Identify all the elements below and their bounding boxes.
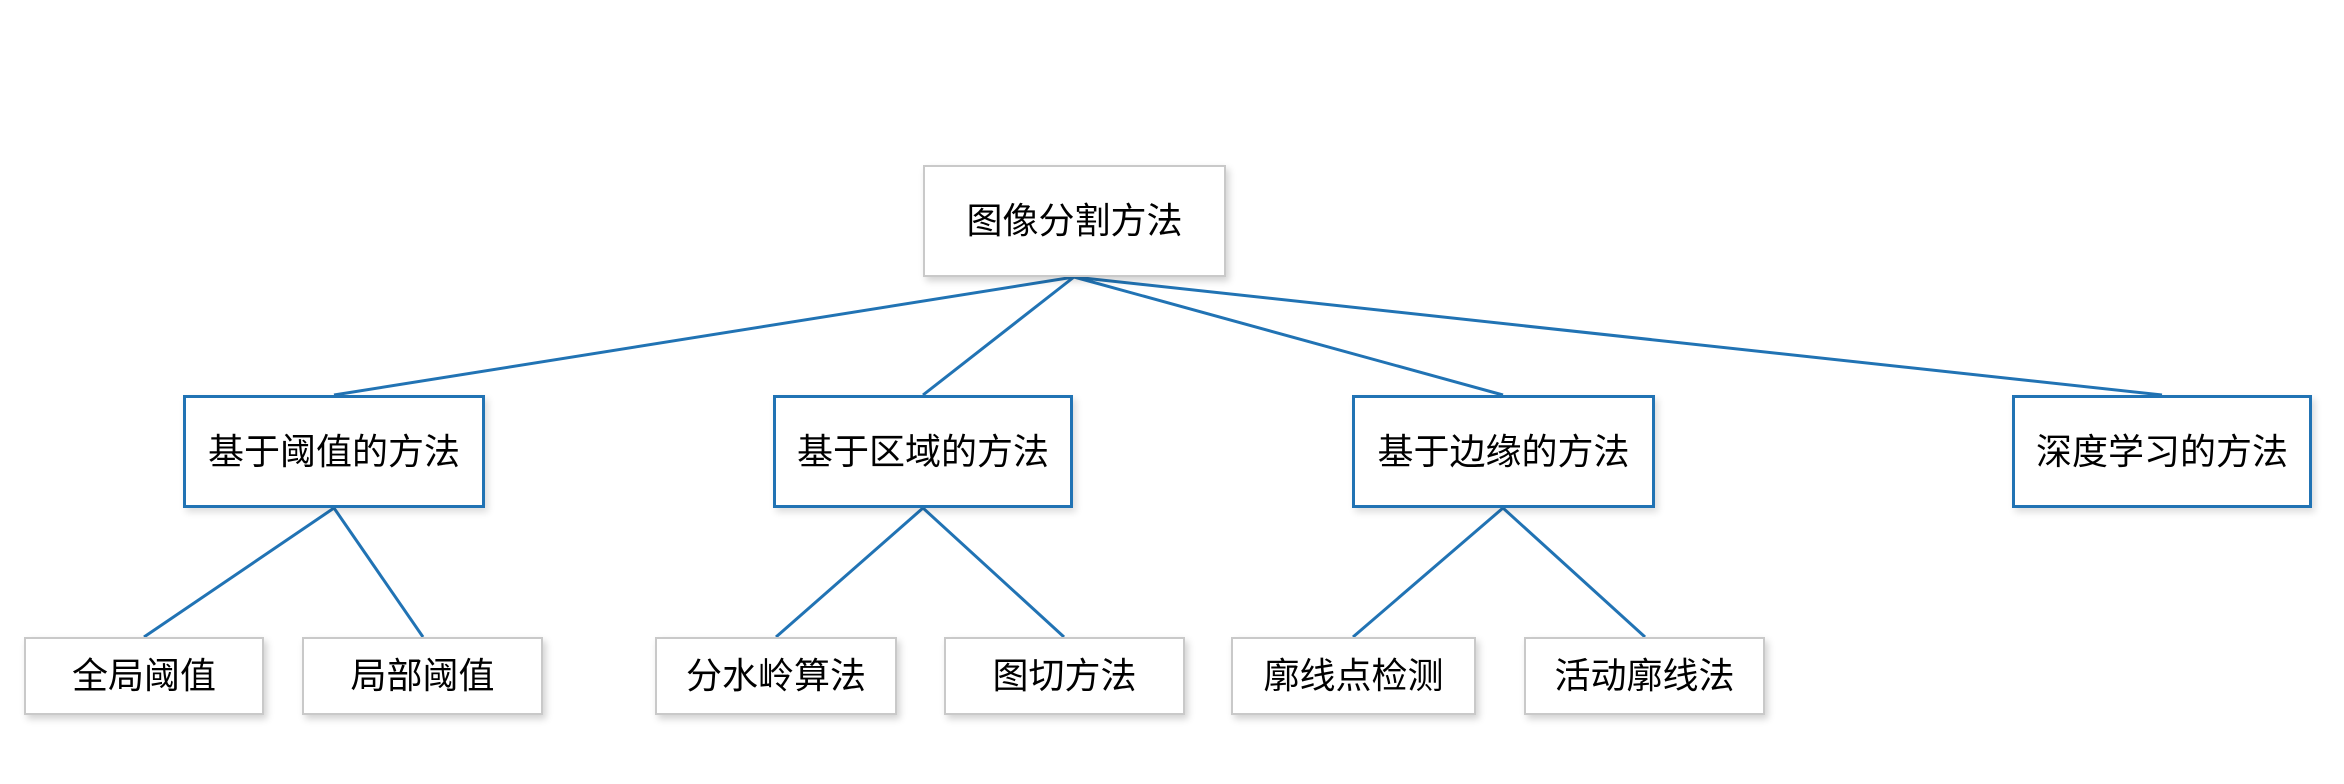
node-graph-cut-method: 图切方法 [944,637,1185,715]
connector-threshold-to-local [332,507,425,638]
node-watershed-algorithm: 分水岭算法 [655,637,897,715]
node-label: 深度学习的方法 [2035,430,2288,472]
node-active-contour-method: 活动廓线法 [1524,637,1765,715]
node-local-threshold: 局部阈值 [302,637,543,715]
node-threshold-based-methods: 基于阈值的方法 [183,395,485,508]
node-label: 分水岭算法 [685,655,866,697]
node-label: 图像分割方法 [966,200,1183,242]
node-contour-point-detection: 廓线点检测 [1231,637,1476,715]
connector-threshold-to-global [143,506,335,639]
node-label: 全局阈值 [71,655,216,697]
connector-root-to-region-methods [922,275,1075,397]
node-deep-learning-methods: 深度学习的方法 [2012,395,2312,508]
node-global-threshold: 全局阈值 [24,637,264,715]
connector-root-to-edge-methods [1073,275,1504,397]
connector-root-to-threshold-methods [333,275,1075,397]
connector-root-to-deep-learning [1073,275,2163,397]
node-region-based-methods: 基于区域的方法 [773,395,1073,508]
connector-edge-to-contour-point [1352,506,1504,639]
connector-region-to-watershed [775,506,924,639]
node-label: 图切方法 [992,655,1137,697]
connector-region-to-graph-cut [921,506,1066,639]
connector-edge-to-active-contour [1501,506,1647,639]
node-edge-based-methods: 基于边缘的方法 [1352,395,1655,508]
node-image-segmentation-methods: 图像分割方法 [923,165,1226,277]
node-label: 活动廓线法 [1554,655,1735,697]
node-label: 基于边缘的方法 [1377,430,1630,472]
node-label: 基于阈值的方法 [207,430,460,472]
node-label: 局部阈值 [350,655,495,697]
node-label: 基于区域的方法 [796,430,1049,472]
node-label: 廓线点检测 [1263,655,1444,697]
